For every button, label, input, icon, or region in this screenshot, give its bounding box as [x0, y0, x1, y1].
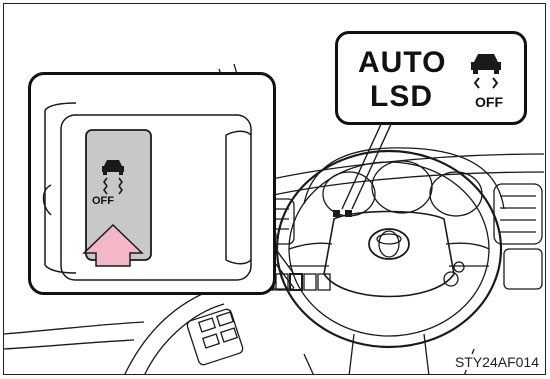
switch-closeup-inset: [28, 72, 276, 295]
illustration-frame: OFF AUTO LSD OFF STY24AF014: [3, 3, 546, 375]
figure-code-label: STY24AF014: [453, 354, 541, 370]
callout-off-label: OFF: [475, 94, 503, 110]
switch-closeup-art: [31, 75, 273, 292]
switch-off-label: OFF: [92, 195, 114, 207]
auto-lsd-callout: AUTO LSD OFF: [335, 31, 527, 125]
